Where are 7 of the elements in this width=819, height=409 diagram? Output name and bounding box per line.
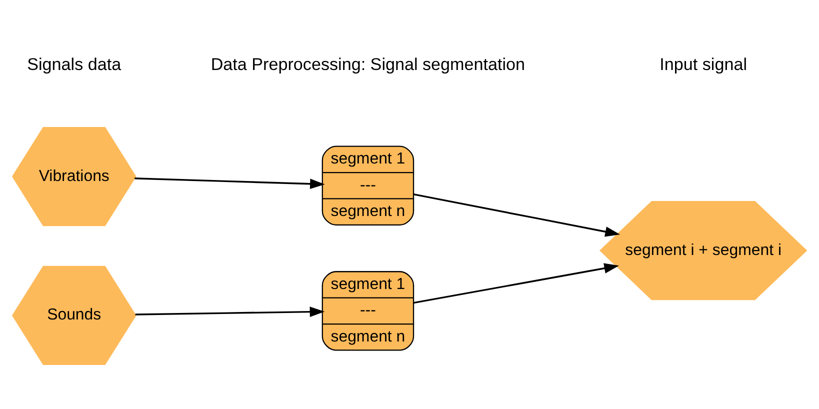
arrow — [135, 306, 325, 316]
label: Input signal — [660, 54, 748, 74]
label: Signals data — [27, 54, 122, 74]
arrow — [414, 193, 620, 236]
arrow — [134, 177, 325, 189]
label: Data Preprocessing: Signal segmentation — [210, 54, 526, 74]
arrow — [414, 262, 620, 304]
